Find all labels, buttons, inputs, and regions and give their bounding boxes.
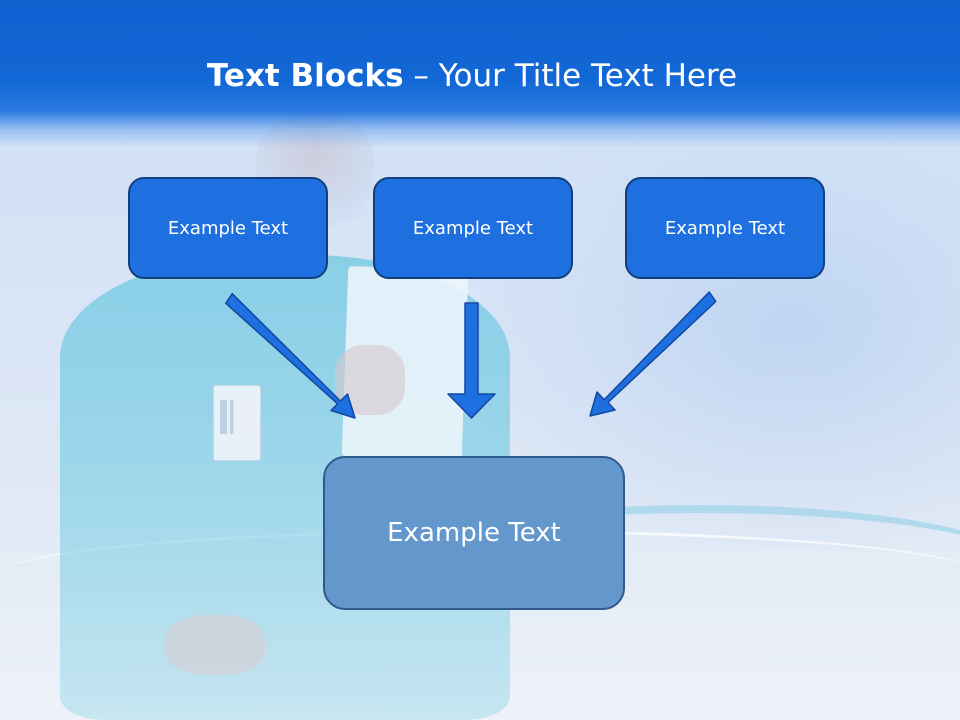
slide-title-rest: Your Title Text Here: [438, 58, 738, 94]
title-bar: [0, 0, 960, 148]
arrow-left-diagonal: [225, 292, 356, 419]
text-block-2[interactable]: Example Text: [373, 177, 573, 279]
slide-title: Text Blocks – Your Title Text Here: [0, 54, 944, 98]
text-block-main[interactable]: Example Text: [323, 456, 625, 610]
text-block-1[interactable]: Example Text: [128, 177, 328, 279]
text-block-3-label: Example Text: [664, 217, 786, 239]
text-block-2-label: Example Text: [412, 217, 534, 239]
text-block-3[interactable]: Example Text: [625, 177, 825, 279]
slide-title-strong: Text Blocks: [206, 58, 404, 94]
slide-title-dash: –: [403, 58, 439, 94]
text-block-main-label: Example Text: [387, 518, 561, 548]
arrow-right-diagonal: [589, 291, 717, 417]
arrow-center-down: [447, 302, 496, 419]
text-block-1-label: Example Text: [167, 217, 289, 239]
